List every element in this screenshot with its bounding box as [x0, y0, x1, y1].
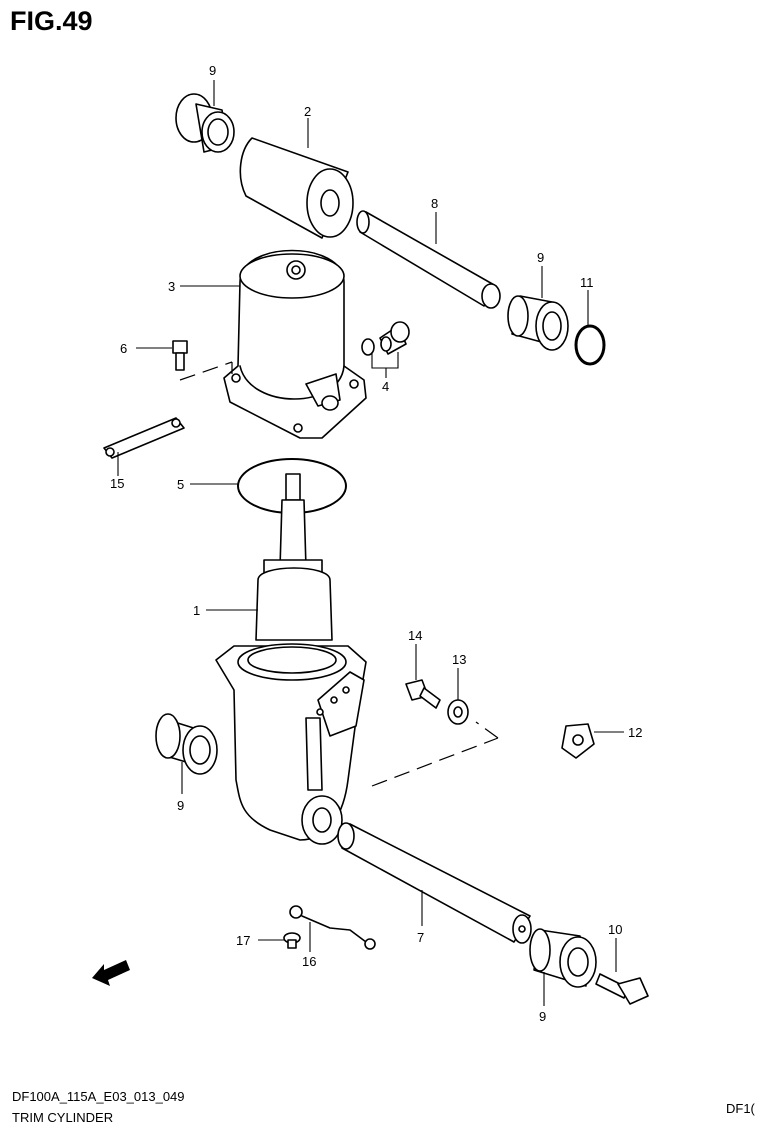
reservoir-part-3[interactable]: [223, 249, 367, 439]
callout-3: 3: [168, 279, 175, 294]
callout-4: 4: [382, 379, 389, 394]
washer-part-13[interactable]: [447, 699, 469, 725]
fwd-arrow-icon: [92, 960, 130, 986]
leader-lines: [117, 80, 624, 1006]
bushing-part-9-right[interactable]: [507, 295, 569, 351]
callout-9: 9: [209, 63, 216, 78]
diagram-caption: TRIM CYLINDER: [12, 1110, 114, 1125]
callout-13: 13: [452, 652, 466, 667]
bushing-part-9-top[interactable]: [175, 93, 235, 153]
wire-part-16[interactable]: [289, 905, 376, 950]
callout-12: 12: [628, 725, 642, 740]
cylinder-part-1[interactable]: [215, 473, 367, 845]
pin-part-8[interactable]: [356, 210, 501, 309]
circlip-part-11[interactable]: [574, 324, 606, 366]
bushing-part-9-bottom[interactable]: [529, 928, 597, 988]
callout-9: 9: [539, 1009, 546, 1024]
callout-11: 11: [580, 275, 594, 290]
clip-part-12[interactable]: [561, 723, 595, 759]
strap-part-15[interactable]: [103, 417, 185, 459]
callout-8: 8: [431, 196, 438, 211]
pin-part-7[interactable]: [337, 822, 532, 944]
callout-1: 1: [193, 603, 200, 618]
fitting-part-4[interactable]: [361, 321, 410, 356]
callout-9: 9: [537, 250, 544, 265]
callout-10: 10: [608, 922, 622, 937]
figure-title: FIG.49: [10, 6, 93, 36]
callout-5: 5: [177, 477, 184, 492]
callout-9: 9: [177, 798, 184, 813]
callout-labels: 9 2 8 9 11 3 6 4 15 5 1 14 13 12 9 10 7 …: [110, 63, 642, 1024]
callout-15: 15: [110, 476, 124, 491]
diagram-code: DF100A_115A_E03_013_049: [12, 1089, 185, 1104]
bolt-part-6[interactable]: [172, 340, 188, 371]
callout-16: 16: [302, 954, 316, 969]
cover-part-2[interactable]: [239, 137, 354, 239]
bolt-part-10[interactable]: [595, 973, 649, 1005]
callout-6: 6: [120, 341, 127, 356]
assembly-dash-lines: [179, 361, 499, 787]
bushing-part-9-left[interactable]: [155, 713, 218, 775]
callout-17: 17: [236, 933, 250, 948]
callout-7: 7: [417, 930, 424, 945]
bolt-part-14[interactable]: [405, 679, 441, 709]
callout-14: 14: [408, 628, 422, 643]
screw-part-17[interactable]: [283, 932, 301, 949]
callout-2: 2: [304, 104, 311, 119]
model-label: DF1(: [726, 1101, 755, 1116]
